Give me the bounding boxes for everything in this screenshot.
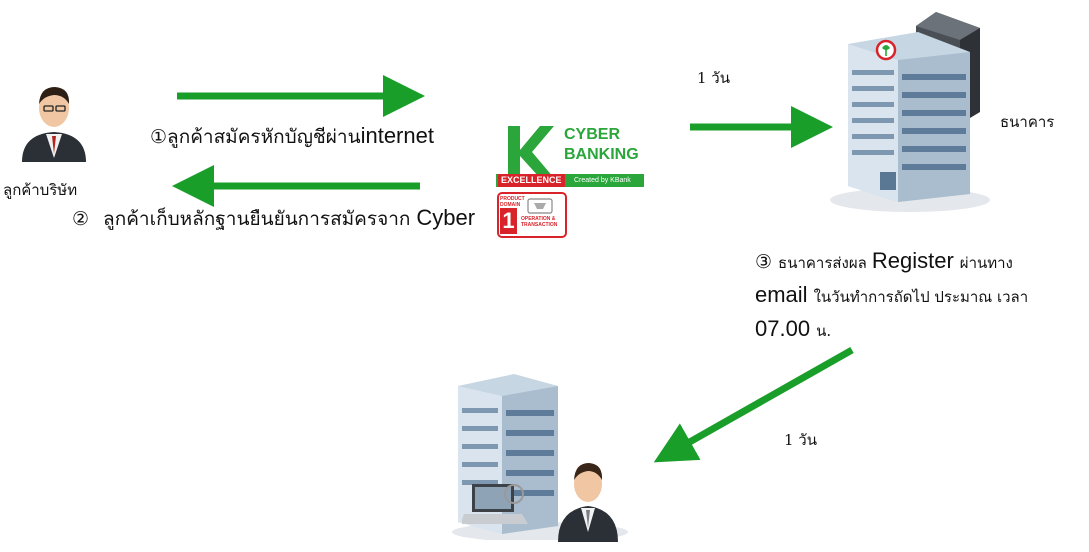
step3-line2-a: email	[755, 282, 808, 307]
award-left: PRODUCT DOMAIN	[500, 196, 525, 208]
bank-node	[820, 4, 1000, 214]
bank-label: ธนาคาร	[1000, 113, 1055, 131]
step3-line2: email ในวันทำการถัดไป ประมาณ เวลา	[755, 282, 1028, 309]
step3-line1-b: Register	[871, 248, 954, 273]
step3-number: ③	[755, 251, 773, 273]
step3-line2-b: ในวันทำการถัดไป ประมาณ เวลา	[813, 288, 1029, 306]
step2-english: Cyber	[416, 205, 476, 230]
k-logo-icon	[508, 126, 554, 178]
step1-number: ①	[150, 126, 168, 148]
logo-excellence: EXCELLENCE	[498, 174, 565, 187]
step3-line3: 07.00 น.	[755, 316, 831, 343]
bank-building-icon	[830, 12, 990, 212]
logo-created-by: Created by KBank	[574, 177, 631, 184]
arrows-layer	[172, 75, 854, 463]
step3-line1-c: ผ่านทาง	[959, 254, 1013, 272]
award-trophy-icon	[527, 198, 553, 214]
businessman-icon-company	[558, 463, 618, 542]
logo-excellence-bar: EXCELLENCE Created by KBank	[496, 174, 644, 187]
duration-bottom: 1 วัน	[784, 431, 817, 449]
award-number: 1	[500, 208, 517, 234]
kcyber-logo: CYBER BANKING EXCELLENCE Created by KBan…	[496, 120, 646, 240]
step1-thai: ลูกค้าสมัครหักบัญชีผ่าน	[167, 126, 361, 148]
duration-top: 1 วัน	[697, 69, 730, 87]
step2-number: ②	[72, 208, 90, 230]
step1-english: internet	[360, 123, 434, 148]
logo-line2: BANKING	[564, 146, 639, 163]
businessman-icon	[22, 87, 86, 162]
customer-label: ลูกค้าบริษัท	[3, 181, 78, 199]
step3-line3-b: น.	[816, 322, 832, 340]
step2-thai: ลูกค้าเก็บหลักฐานยืนยันการสมัครจาก	[103, 208, 411, 230]
award-right: OPERATION & TRANSACTION	[521, 216, 558, 228]
logo-line1: CYBER	[564, 126, 621, 143]
laptop-icon	[462, 484, 528, 524]
arrow-bank-to-company	[653, 346, 854, 463]
company-node	[440, 372, 640, 542]
step3-line3-a: 07.00	[755, 316, 811, 341]
step3-line1-a: ธนาคารส่งผล	[778, 254, 867, 272]
step1-text: ①ลูกค้าสมัครหักบัญชีผ่านinternet	[150, 122, 434, 152]
customer-node: ลูกค้าบริษัท	[0, 70, 110, 200]
award-badge: PRODUCT DOMAIN 1 OPERATION & TRANSACTION	[497, 192, 567, 238]
